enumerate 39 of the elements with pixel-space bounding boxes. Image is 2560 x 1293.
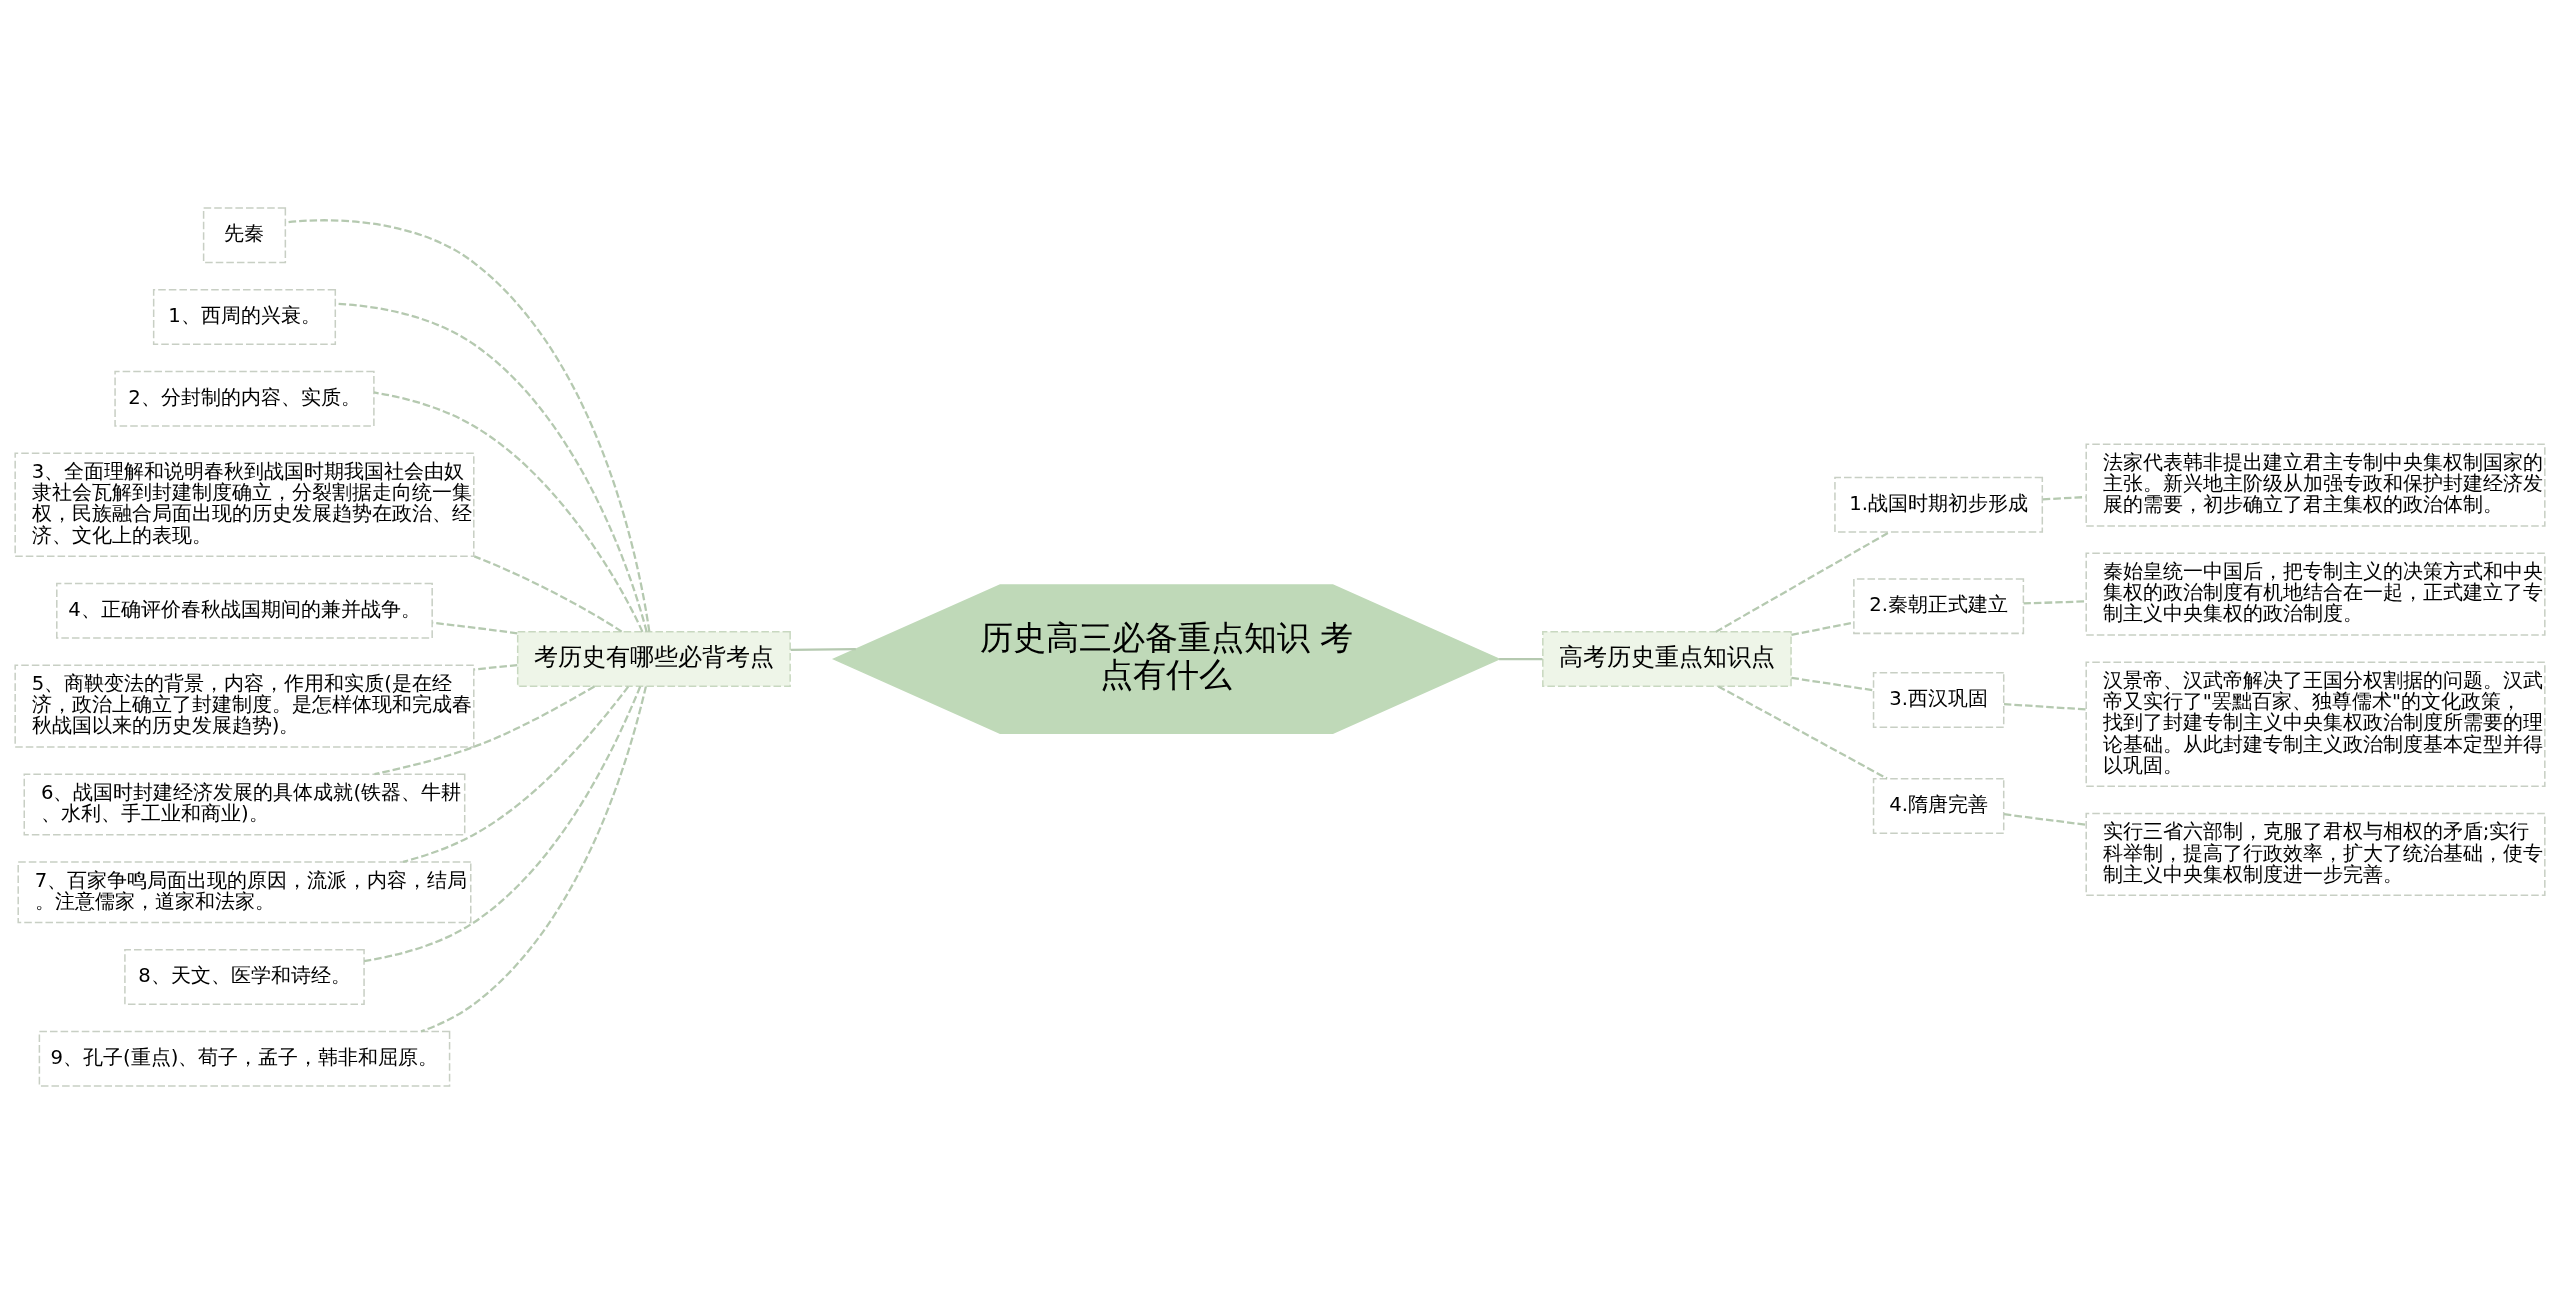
connector (285, 218, 651, 632)
node-box: 9、孔子(重点)、荀子，孟子，韩非和屈原。 (38, 1030, 451, 1087)
node-box: 1.战国时期初步形成 (1834, 476, 2044, 533)
node-box: 实行三省六部制，克服了君权与相权的矛盾;实行科举制，提高了行政效率，扩大了统治基础，使专制主义中央集权制度进一步完善。 (2085, 812, 2546, 896)
connector (420, 685, 647, 1032)
connector (1717, 684, 1888, 780)
node-box: 法家代表韩非提出建立君主专制中央集权制国家的主张。新兴地主阶级从加强专政和保护封建经济发展的需要，初步确立了君主集权的政治体制。 (2085, 442, 2546, 527)
node-box: 秦始皇统一中国后，把专制主义的决策方式和中央集权的政治制度有机地结合在一起，正式建立了专制主义中央集权的政治制度。 (2085, 551, 2546, 636)
connector (1791, 676, 1874, 691)
connector (2003, 702, 2087, 711)
node-box: 7、百家争鸣局面出现的原因，流派，内容，结局。注意儒家，道家和法家。 (17, 860, 472, 923)
connector (474, 663, 518, 671)
node-box: 3.西汉巩固 (1872, 671, 2005, 728)
node-box: 3、全面理解和说明春秋到战国时期我国社会由奴隶社会瓦解到封建制度确立，分裂割据走向统一集权，民族融合局面出现的历史发展趋势在政治、经济、文化上的表现。 (14, 452, 475, 557)
connector (335, 302, 648, 632)
connector (432, 621, 518, 634)
node-box: 2.秦朝正式建立 (1853, 577, 2025, 634)
node-box: 5、商鞅变法的背景，内容，作用和实质(是在经济，政治上确立了封建制度。是怎样体现和完成春秋战国以来的历史发展趋势)。 (14, 663, 475, 748)
connector (363, 685, 642, 962)
node-box: 4.隋唐完善 (1872, 777, 2005, 834)
node-box: 1、西周的兴衰。 (152, 288, 337, 345)
connector (473, 554, 623, 633)
node-box: 汉景帝、汉武帝解决了王国分权割据的问题。汉武帝又实行了"罢黜百家、独尊儒术"的文化政策，找到了封建专制主义中央集权政治制度所需要的理论基础。从此封建专制主义政治制度基本定型并得以巩固。 (2085, 660, 2546, 787)
connector (374, 685, 595, 775)
connector (402, 685, 630, 863)
node-box: 8、天文、医学和诗经。 (124, 948, 365, 1005)
node-box: 4、正确评价春秋战国期间的兼并战争。 (56, 582, 433, 639)
node-box: 2、分封制的内容、实质。 (114, 370, 375, 427)
node-box: 6、战国时封建经济发展的具体成就(铁器、牛耕、水利、手工业和商业)。 (23, 772, 466, 835)
node-box: 先秦 (202, 206, 287, 263)
connector (1715, 530, 1890, 633)
node-box: 高考历史重点知识点 (1542, 630, 1792, 687)
node-box: 考历史有哪些必背考点 (516, 630, 791, 687)
connector (373, 390, 644, 632)
connector (790, 647, 856, 651)
connector (2003, 812, 2087, 826)
connector (2042, 495, 2086, 500)
connector (1499, 657, 1543, 660)
connector (2023, 599, 2087, 605)
